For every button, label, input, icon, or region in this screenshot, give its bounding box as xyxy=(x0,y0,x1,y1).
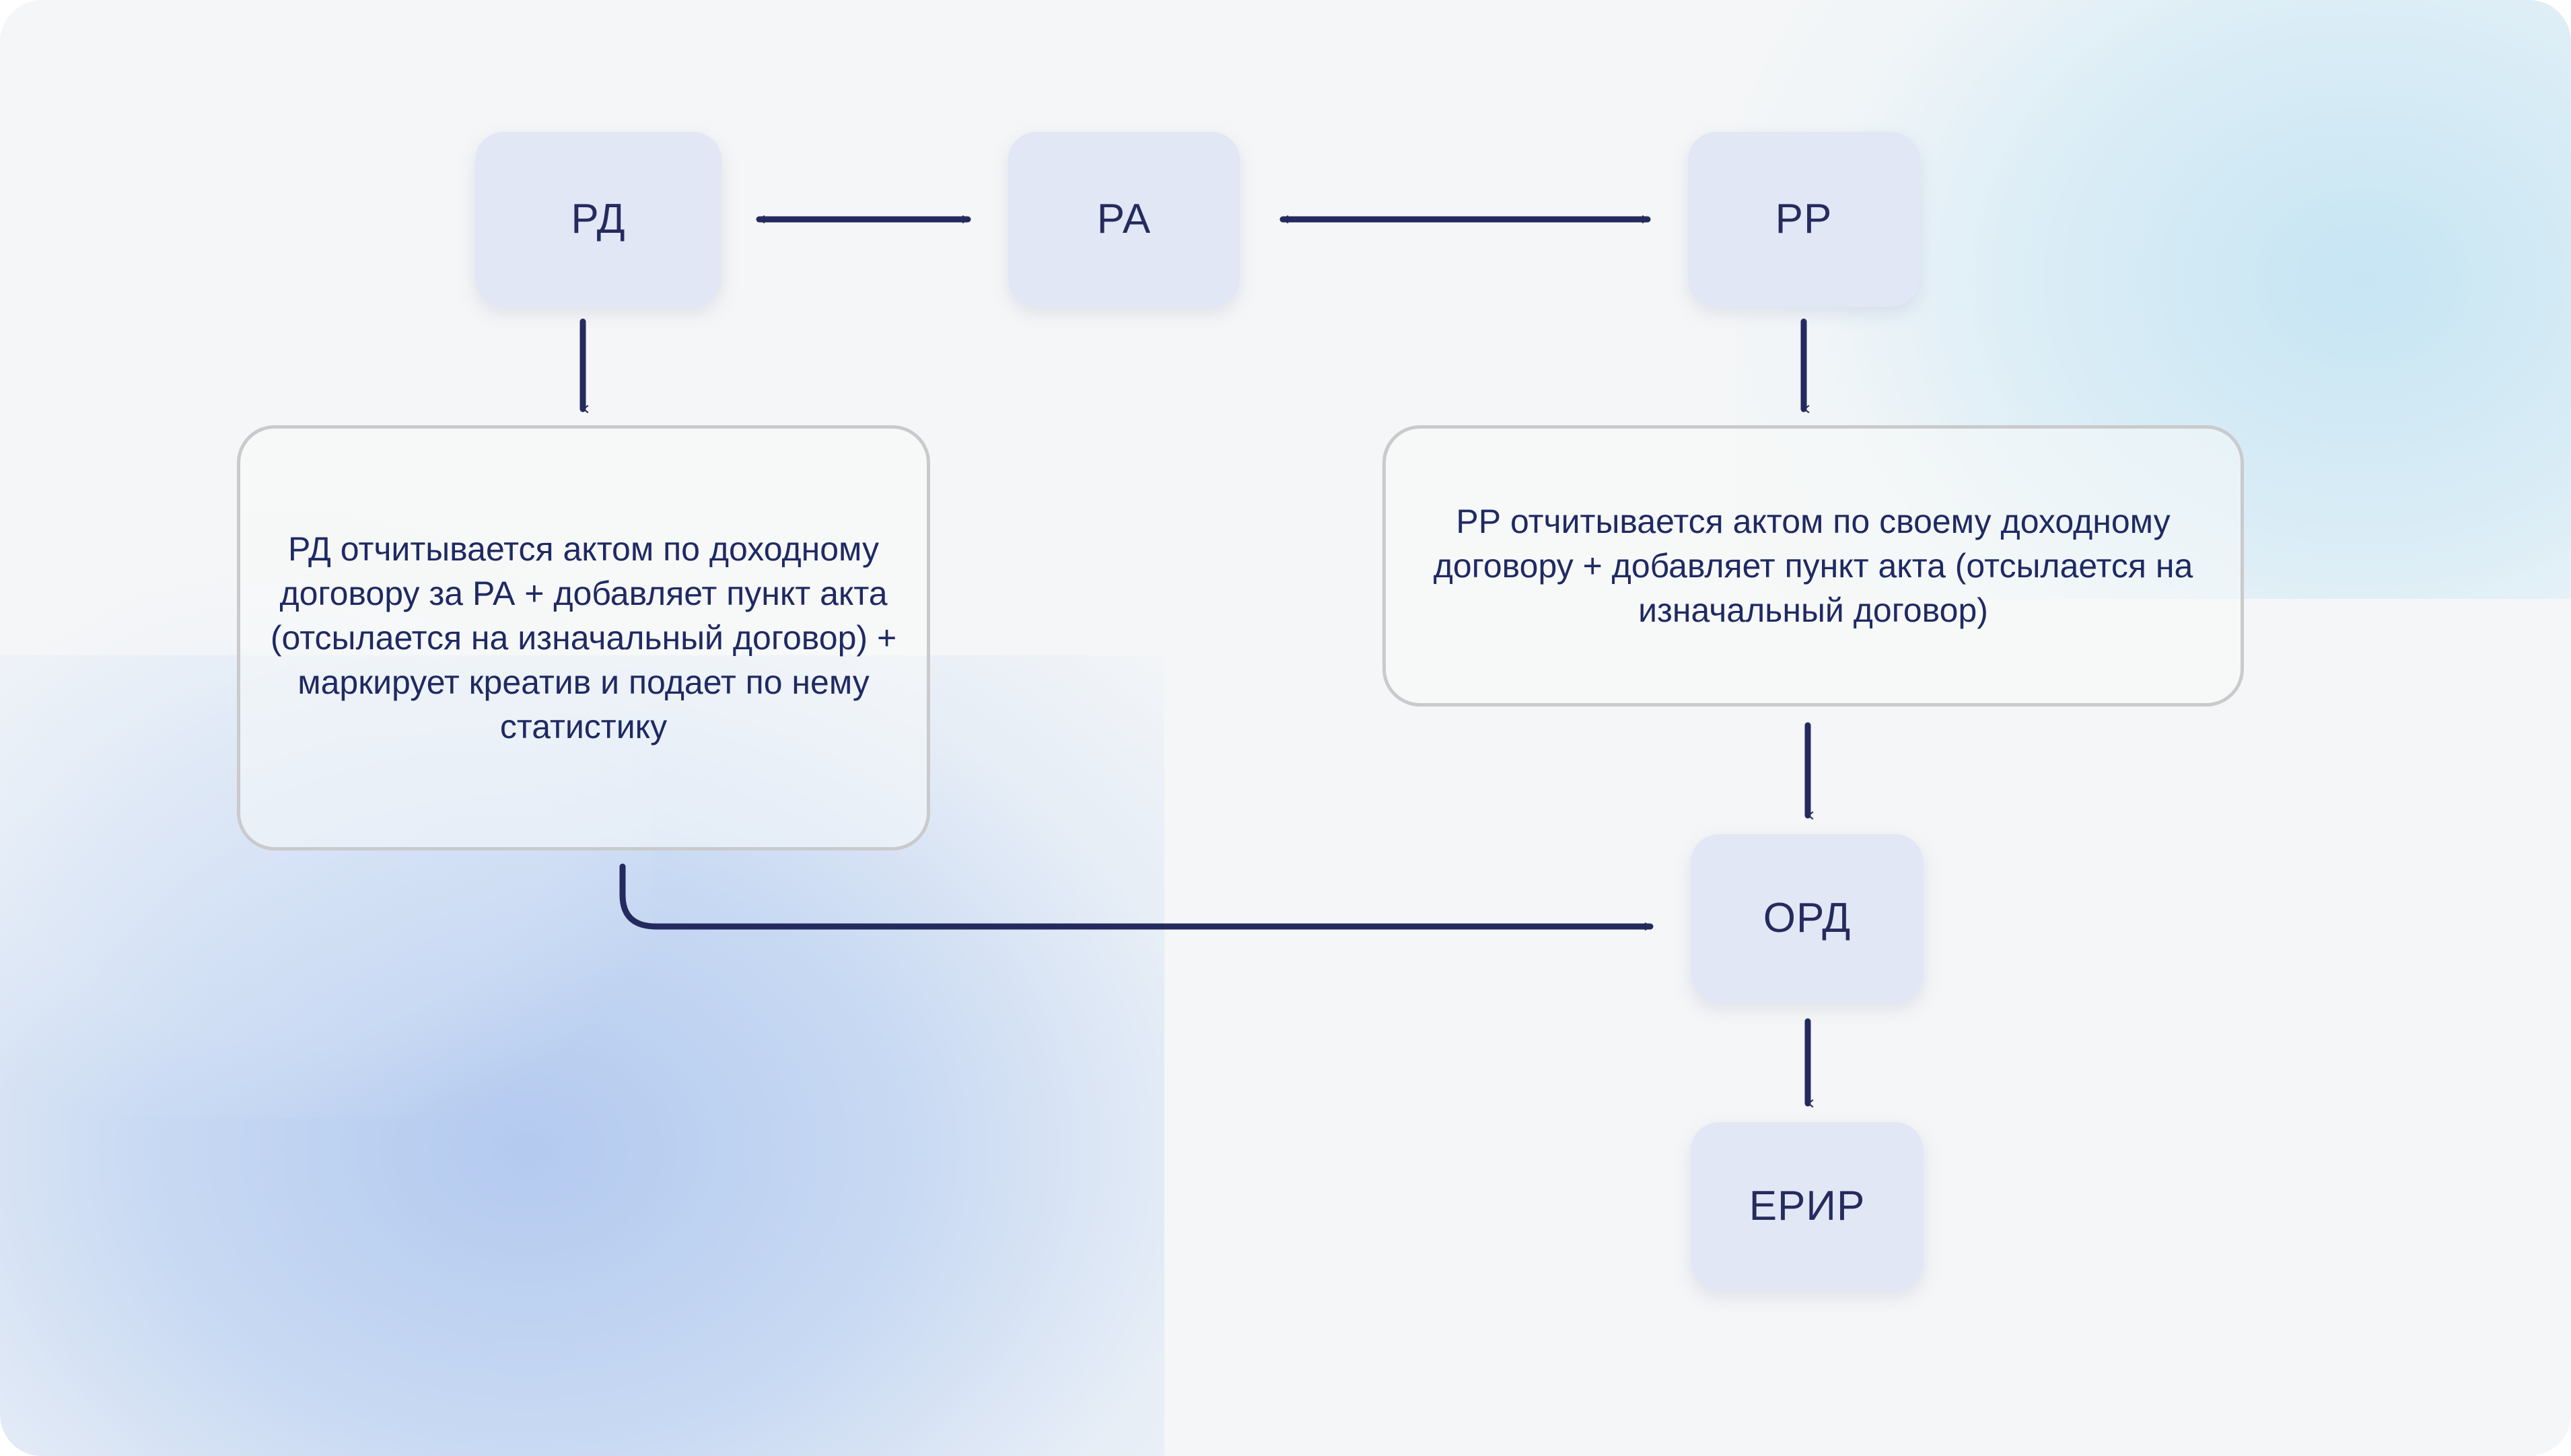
node-ord-label: ОРД xyxy=(1763,895,1852,941)
node-rd[interactable]: РД xyxy=(475,132,721,307)
node-ra[interactable]: РА xyxy=(1008,132,1240,307)
node-ord[interactable]: ОРД xyxy=(1691,834,1924,1003)
node-erir[interactable]: ЕРИР xyxy=(1691,1122,1924,1290)
edge-note-left-ord xyxy=(619,863,1654,931)
node-rr[interactable]: РР xyxy=(1688,132,1920,307)
note-card-rd: РД отчитывается актом по доходному догов… xyxy=(237,425,930,850)
note-card-rr: РР отчитывается актом по своему доходном… xyxy=(1382,425,2244,706)
node-rd-label: РД xyxy=(571,196,626,242)
node-erir-label: ЕРИР xyxy=(1749,1183,1866,1229)
node-ra-label: РА xyxy=(1096,196,1152,242)
note-card-rd-text: РД отчитывается актом по доходному догов… xyxy=(270,530,897,745)
note-card-rr-text: РР отчитывается актом по своему доходном… xyxy=(1433,503,2193,629)
node-rr-label: РР xyxy=(1775,196,1833,242)
